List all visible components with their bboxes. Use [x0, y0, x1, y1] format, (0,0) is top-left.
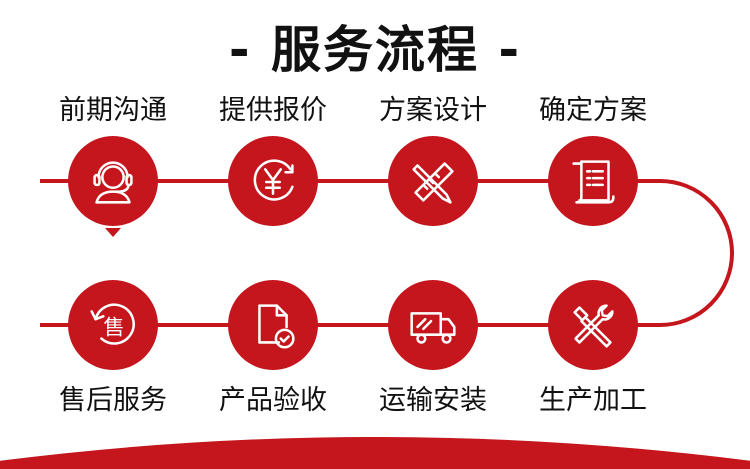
step-label-3: 方案设计 — [379, 95, 487, 126]
ruler-pencil-icon — [412, 162, 454, 204]
yen-circle-icon — [253, 159, 294, 201]
page-title: - 服务流程 - — [228, 21, 522, 79]
step-node-3[interactable] — [388, 136, 478, 226]
delivery-truck-icon — [410, 312, 456, 344]
step-label-8: 售后服务 — [59, 385, 167, 416]
bottom-red-arc — [0, 437, 750, 469]
after-sales-icon: 售 — [90, 303, 135, 345]
step-node-5[interactable] — [548, 280, 638, 370]
wrench-hammer-icon — [573, 304, 614, 348]
step-node-2[interactable] — [228, 136, 318, 226]
step-node-7[interactable] — [228, 280, 318, 370]
active-step-pointer — [105, 228, 121, 237]
svg-text:售: 售 — [103, 316, 124, 341]
step-node-1[interactable] — [68, 136, 158, 226]
step-label-1: 前期沟通 — [59, 95, 167, 126]
step-label-4: 确定方案 — [539, 95, 647, 126]
step-node-8[interactable]: 售 — [68, 280, 158, 370]
step-node-6[interactable] — [388, 280, 478, 370]
document-scroll-icon — [572, 160, 615, 204]
step-node-4[interactable] — [548, 136, 638, 226]
document-check-icon — [258, 304, 295, 349]
step-label-5: 生产加工 — [539, 385, 647, 416]
step-label-7: 产品验收 — [219, 385, 327, 416]
step-label-6: 运输安装 — [379, 385, 487, 416]
step-label-2: 提供报价 — [219, 95, 327, 126]
headset-agent-icon — [93, 161, 133, 204]
